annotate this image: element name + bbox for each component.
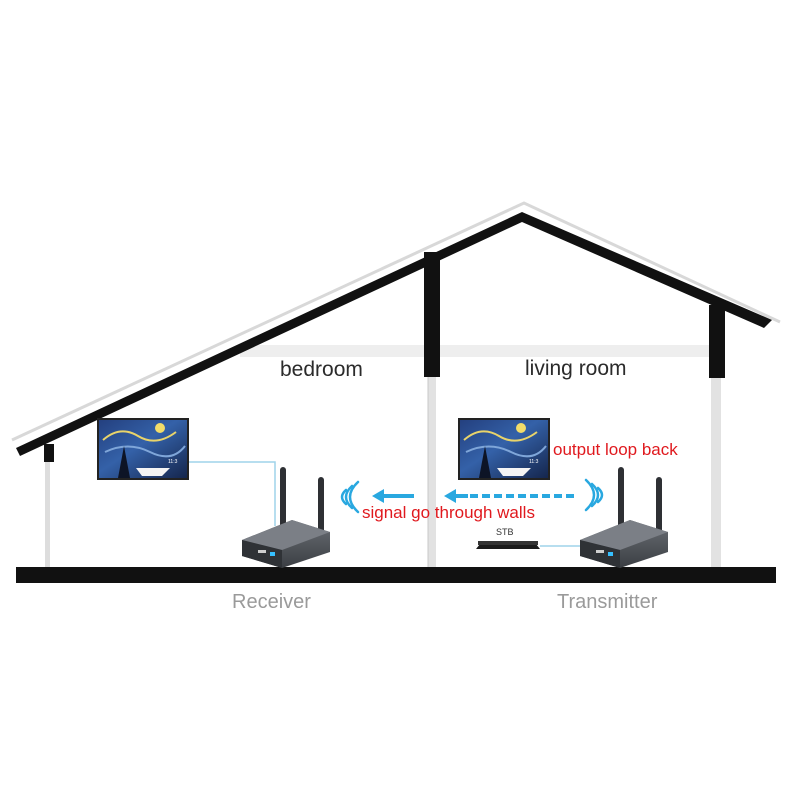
wifi-wave-icon — [584, 478, 604, 512]
receiver-label: Receiver — [232, 591, 311, 613]
left-eave-post — [44, 444, 54, 462]
tv-clock: 11:3 — [168, 459, 178, 465]
bedroom-tv: 11:3 — [97, 418, 189, 480]
center-wall — [428, 377, 436, 569]
stb-device: STB — [476, 527, 540, 549]
loop-annotation: output loop back — [553, 440, 678, 459]
right-wall — [711, 378, 721, 568]
signal-annotation: signal go through walls — [362, 503, 535, 522]
ceiling-band — [240, 345, 710, 357]
living-room-label: living room — [525, 357, 627, 380]
roof-outline — [11, 201, 781, 442]
receiver-device — [242, 467, 330, 568]
center-wall-top — [424, 252, 440, 377]
arrow-left-icon — [372, 489, 574, 503]
antenna-icon — [280, 467, 286, 529]
wifi-wave-icon — [340, 480, 360, 514]
bedroom-label: bedroom — [280, 358, 363, 381]
tv-clock: 11:3 — [529, 459, 539, 465]
bedroom-cable — [189, 461, 276, 526]
transmitter-device — [580, 467, 668, 568]
floor — [16, 567, 776, 583]
antenna-icon — [618, 467, 624, 529]
stb-label: STB — [496, 527, 514, 537]
left-wall — [45, 462, 50, 568]
transmitter-label: Transmitter — [557, 591, 658, 613]
living-room-tv: 11:3 — [458, 418, 550, 480]
right-wall-top — [709, 305, 725, 378]
